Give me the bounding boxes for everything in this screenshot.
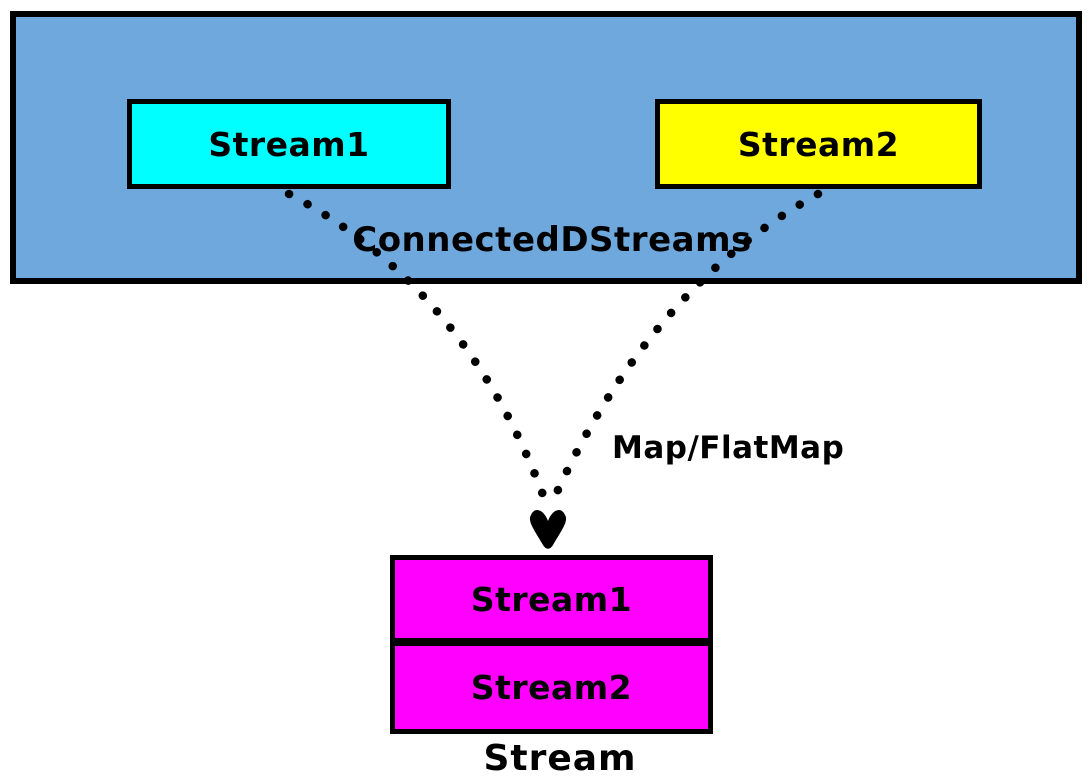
output-stream1-label: Stream1 [470, 579, 633, 619]
arrowhead-down-icon [529, 510, 567, 549]
output-stream2-box: Stream2 [390, 642, 713, 734]
input-stream1-box: Stream1 [127, 99, 451, 189]
stream-caption: Stream [483, 738, 637, 779]
connected-dstreams-label: ConnectedDStreams [352, 220, 752, 260]
output-stream1-box: Stream1 [390, 555, 713, 642]
input-stream2-label: Stream2 [737, 124, 900, 164]
output-stream-stack: Stream1 Stream2 [390, 555, 713, 734]
output-stream2-label: Stream2 [470, 668, 633, 707]
input-stream2-box: Stream2 [655, 99, 982, 189]
map-flatmap-label: Map/FlatMap [612, 430, 845, 466]
input-stream1-label: Stream1 [208, 124, 370, 164]
